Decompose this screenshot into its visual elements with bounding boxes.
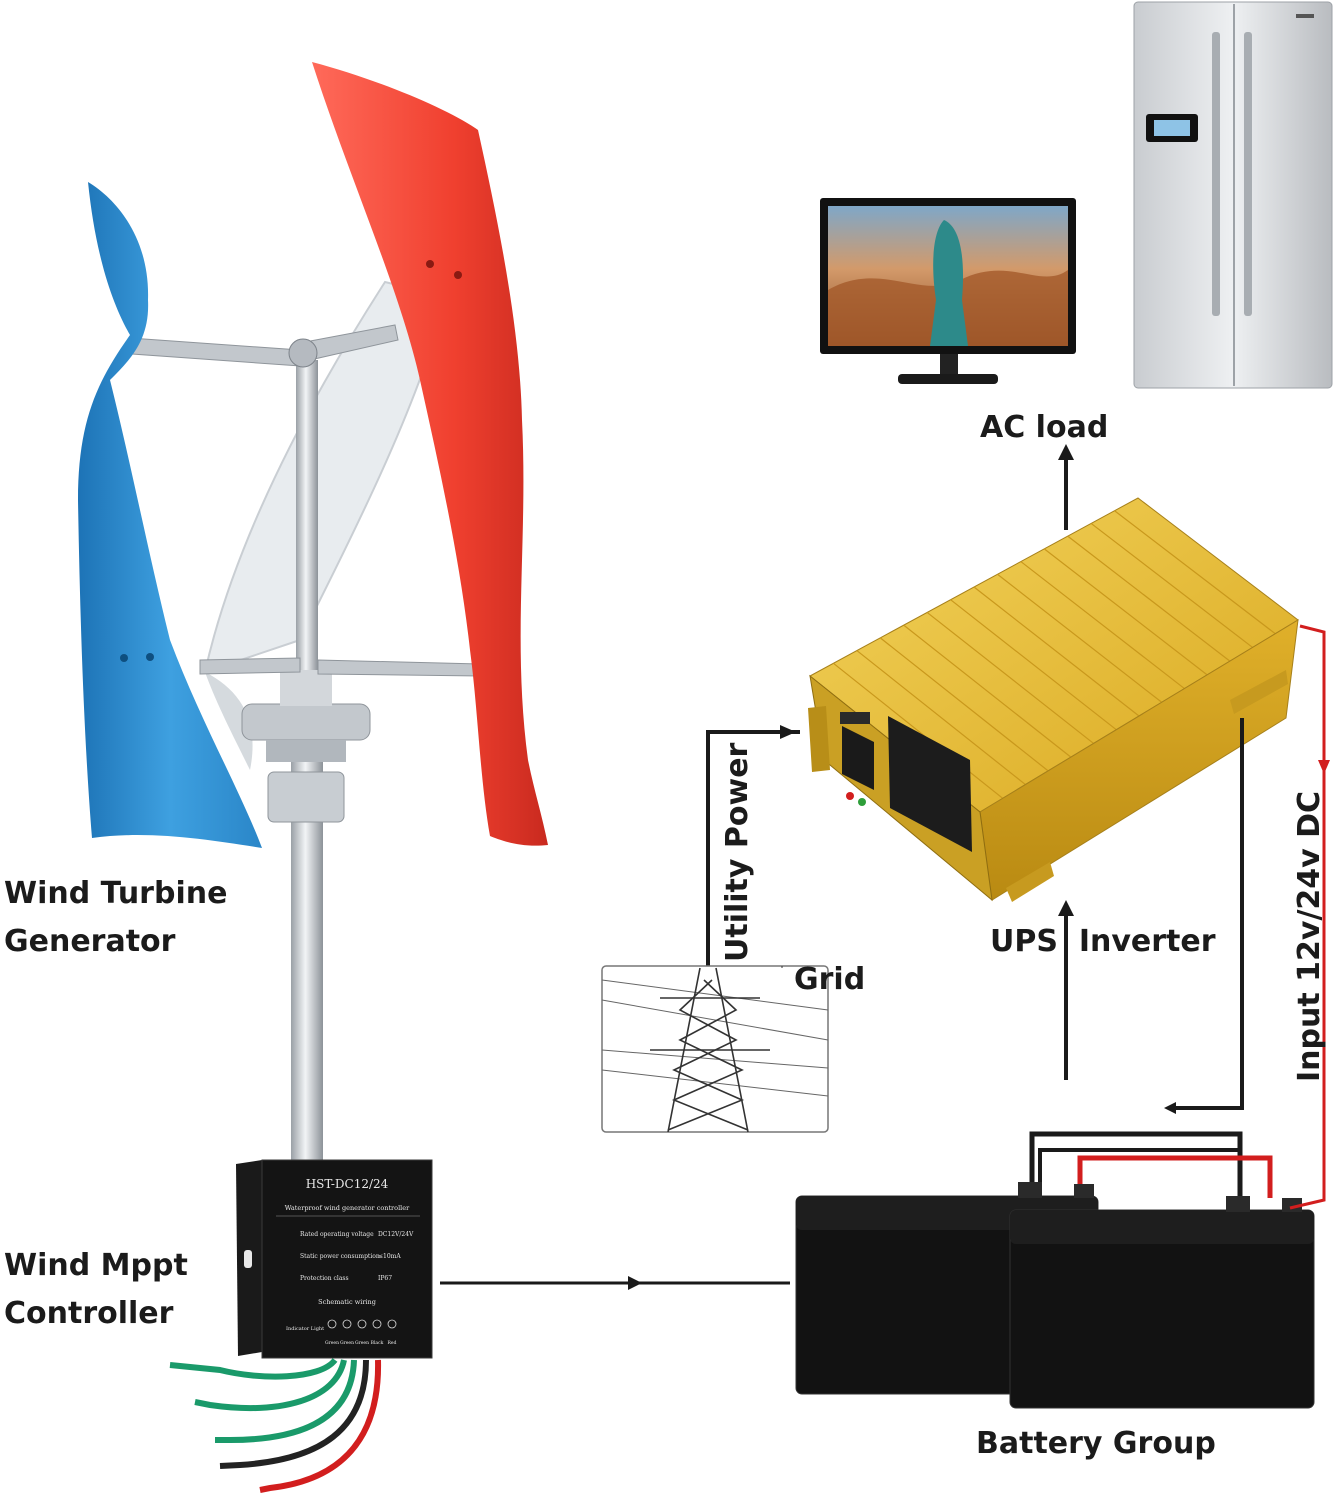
wind-turbine-label: Wind Turbine Generator [4,870,227,966]
controller-terminal-label: Black [371,1340,384,1346]
arrow-grid-to-inverter [706,730,800,966]
input-dc-label: Input 12v/24v DC [1292,790,1327,1082]
wire-dc-input [1289,624,1326,1210]
inverter-rib [879,637,1049,772]
controller-terminal-symbol [327,1319,337,1329]
inverter-rib [973,586,1140,717]
wire-red [259,1359,382,1493]
refrigerator-illustration [1133,1,1333,389]
controller-terminal-label: Green [340,1340,354,1346]
controller-subtitle-text: Waterproof wind generator controller [285,1204,410,1212]
utility-power-label: Utility Power [720,742,755,962]
controller-indicator-text: Indicator Light [286,1326,324,1332]
controller-spec-value: DC12V/24V [378,1231,414,1238]
controller-spec-value: IP67 [378,1275,392,1282]
inverter-rib [1090,522,1253,648]
mast [291,700,323,1170]
controller-model-text: HST-DC12/24 [306,1177,389,1191]
tv-stand [898,374,998,384]
tv-illustration [820,198,1076,384]
wind-controller-label: Wind Mppt Controller [4,1242,188,1338]
wind-controller-label-line1: Wind Mppt [4,1248,188,1283]
inverter-rib [833,662,1004,799]
controller-spec-name: Static power consumption [300,1253,380,1260]
inverter-rib [1067,535,1231,662]
grid-illustration [601,965,829,1133]
ups-inverter-illustration [808,497,1299,902]
wire-green-3 [215,1359,357,1443]
controller-spec-name: Rated operating voltage [300,1231,374,1238]
wire-battery-return [1170,718,1244,1110]
wire-green-2 [194,1359,347,1411]
controller-terminal-symbol [357,1319,367,1329]
controller-terminal-symbol [372,1319,382,1329]
upper-arm [129,337,301,367]
controller-terminal-symbol [342,1319,352,1329]
controller-spec-name: Protection class [300,1275,349,1282]
inverter-rib [1114,510,1276,635]
inverter-rib [997,573,1163,703]
inverter-rib [950,599,1117,731]
wind-mppt-controller-illustration: HST-DC12/24 Waterproof wind generator co… [169,1159,433,1493]
wire-green-1 [169,1357,338,1380]
battery-group-label: Battery Group [976,1426,1216,1461]
wind-controller-label-line2: Controller [4,1296,174,1331]
shaft [296,360,318,710]
controller-terminal-label: Green [325,1340,339,1346]
red-blade [312,62,548,846]
wind-turbine-label-line1: Wind Turbine [4,876,228,911]
controller-terminal-label: Green [355,1340,369,1346]
grid-label: Grid [794,962,866,997]
battery-group-illustration [795,1131,1315,1409]
wire-black [219,1359,369,1469]
inverter-rib [1043,548,1208,676]
inverter-rib [1020,561,1185,690]
grid-tower [650,967,770,1133]
controller-terminal-symbol [387,1319,397,1329]
grid-frame [601,965,829,1133]
wind-turbine-illustration [78,62,548,1170]
blue-blade [78,182,262,848]
controller-terminal-label: Red [388,1340,397,1346]
wind-turbine-label-line2: Generator [4,924,176,959]
inverter-rib [903,624,1072,758]
controller-wiring-title: Schematic wiring [318,1298,376,1306]
inverter-rib [856,650,1026,786]
inverter-rib [926,611,1094,744]
generator-hub [241,703,371,741]
controller-box [261,1159,433,1359]
ups-inverter-label: UPS Inverter [990,924,1216,959]
lower-arm [199,657,301,675]
inverter-socket [888,716,972,852]
controller-spec-value: ≤10mA [378,1253,401,1260]
ac-load-label: AC load [980,410,1109,445]
